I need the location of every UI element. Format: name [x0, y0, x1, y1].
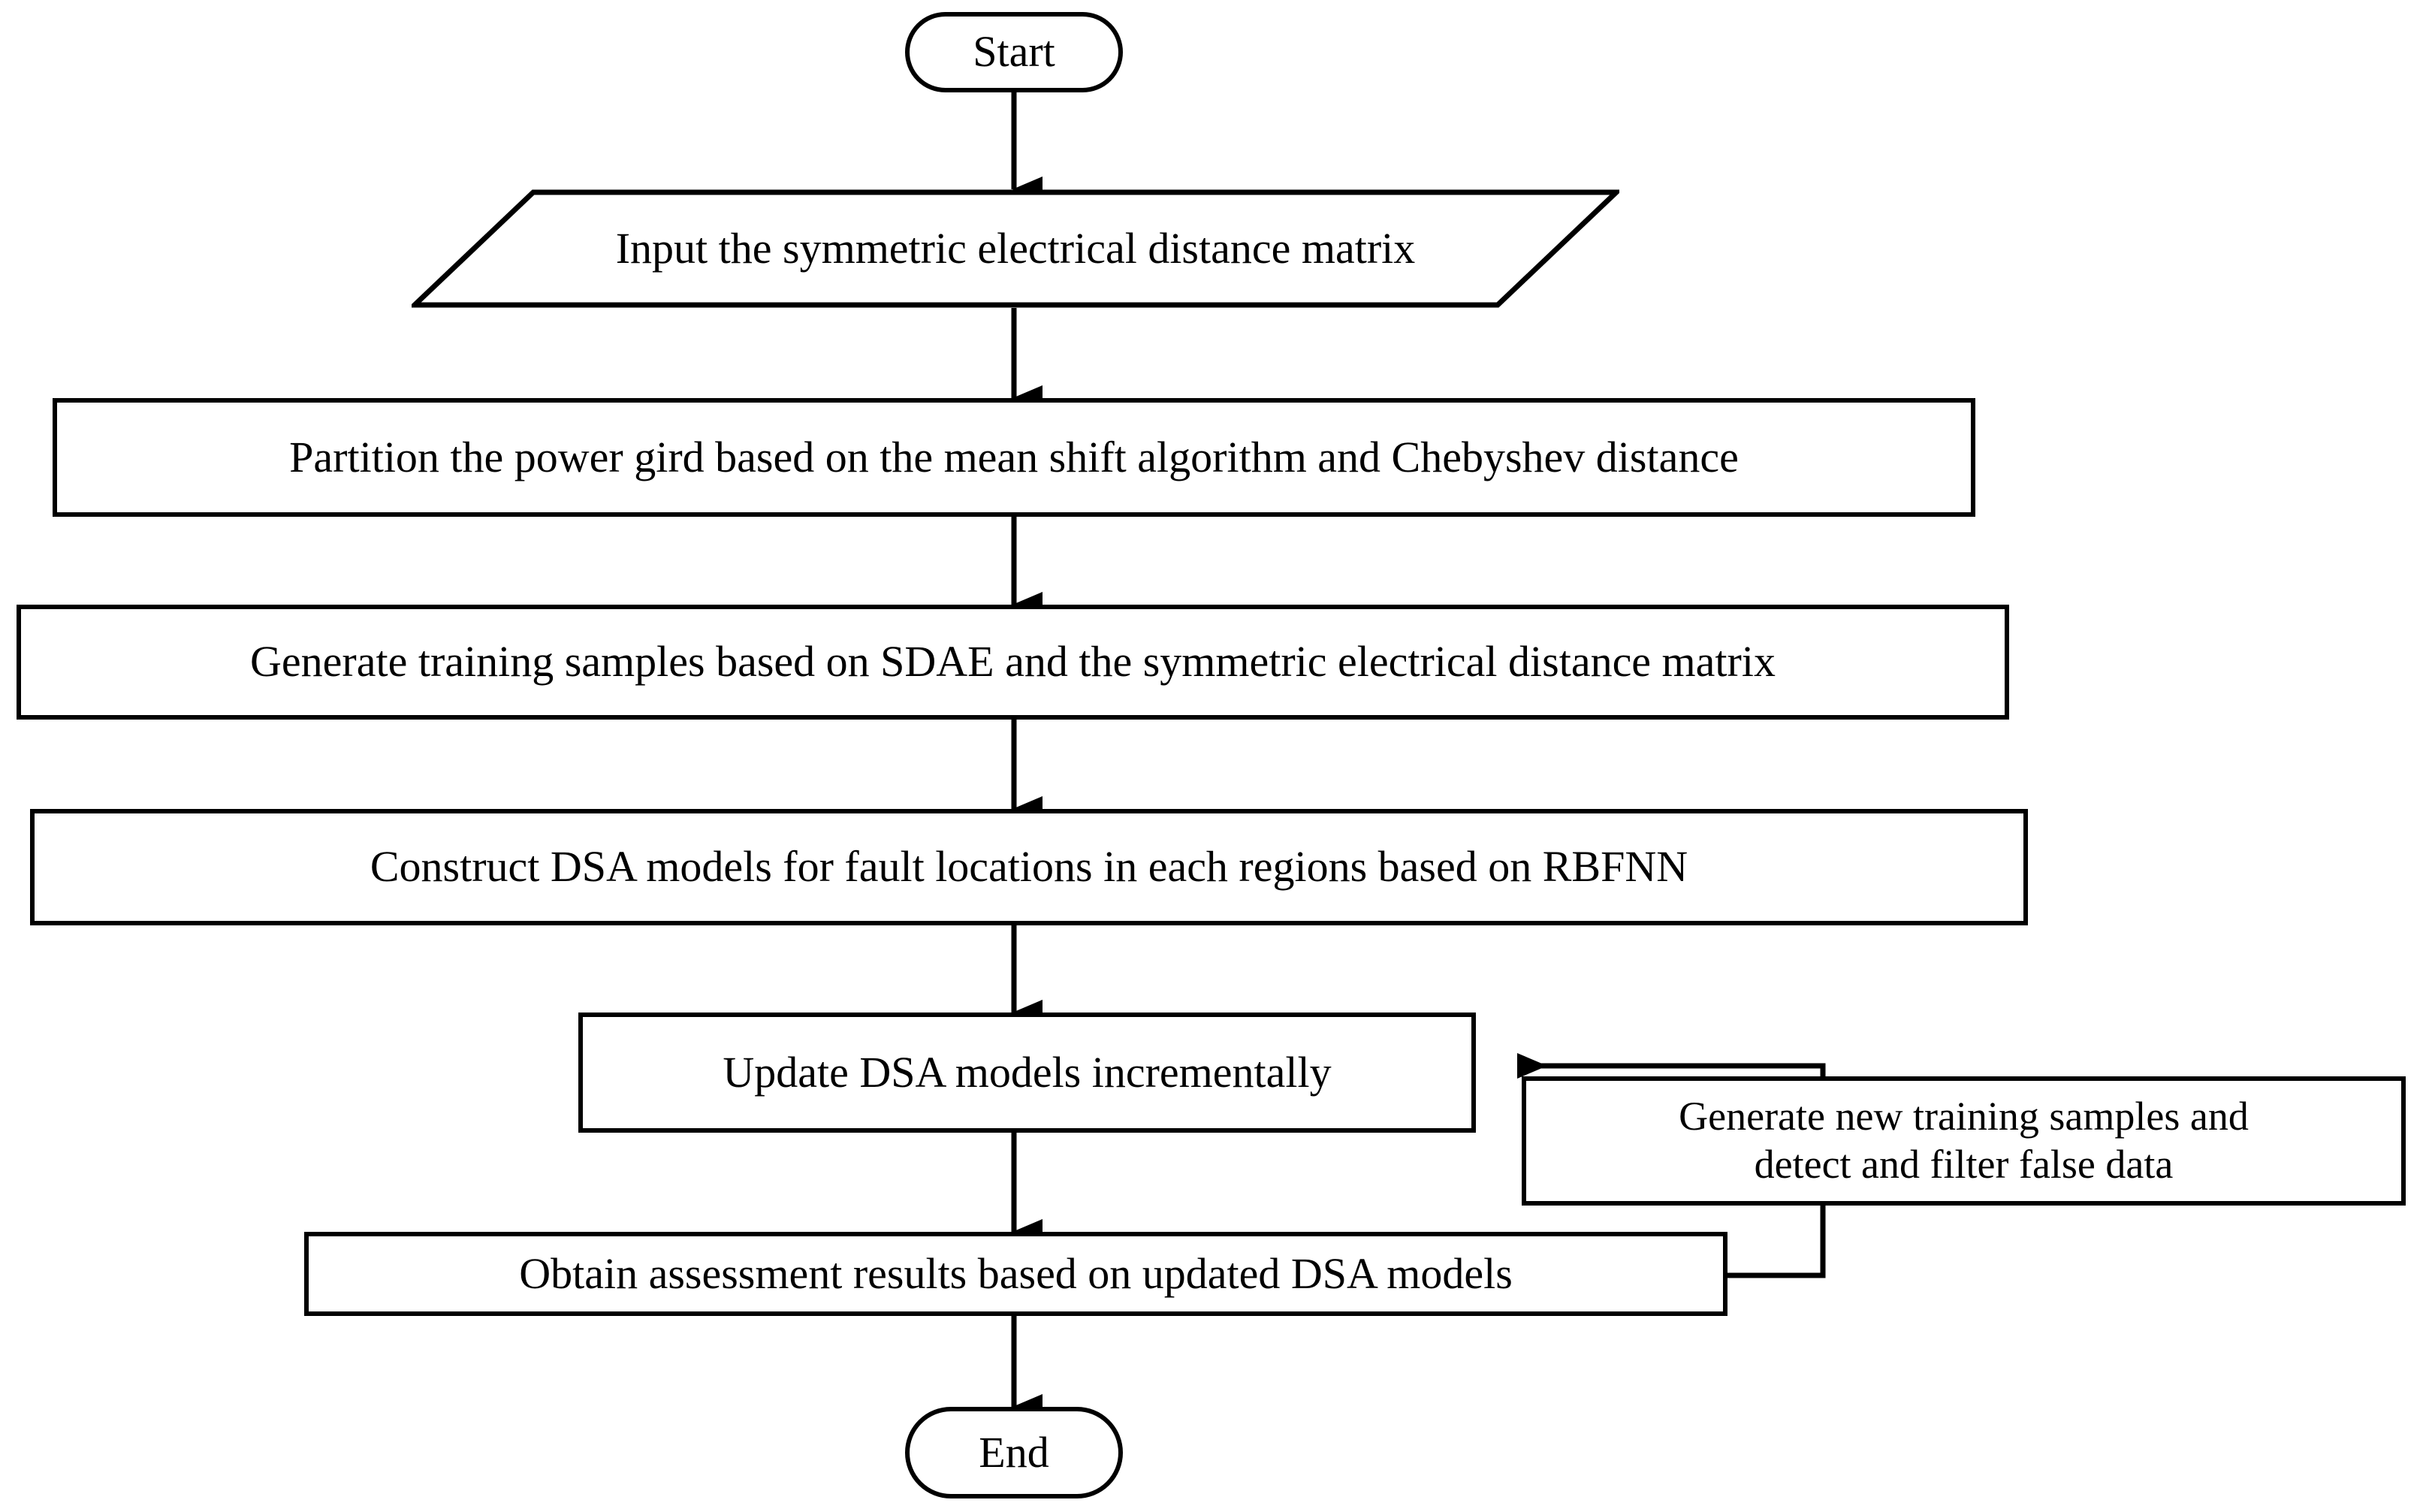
- node-feedback-label: Generate new training samples and detect…: [1679, 1094, 2249, 1187]
- node-update-models-label: Update DSA models incrementally: [723, 1047, 1332, 1097]
- node-input-matrix-label: Input the symmetric electrical distance …: [615, 223, 1416, 273]
- parallelogram-shape: [412, 189, 1619, 308]
- node-partition-label: Partition the power gird based on the me…: [289, 432, 1739, 481]
- node-partition[interactable]: Partition the power gird based on the me…: [53, 398, 1975, 517]
- node-generate-samples[interactable]: Generate training samples based on SDAE …: [17, 605, 2009, 720]
- node-construct-models-label: Construct DSA models for fault locations…: [370, 842, 1688, 892]
- node-obtain-results[interactable]: Obtain assessment results based on updat…: [304, 1232, 1727, 1316]
- node-update-models[interactable]: Update DSA models incrementally: [578, 1013, 1476, 1133]
- node-obtain-results-label: Obtain assessment results based on updat…: [519, 1248, 1513, 1298]
- node-start-label: Start: [973, 27, 1055, 77]
- node-end[interactable]: End: [905, 1407, 1123, 1498]
- node-input-matrix[interactable]: Input the symmetric electrical distance …: [412, 189, 1619, 308]
- node-end-label: End: [979, 1427, 1049, 1477]
- node-generate-samples-label: Generate training samples based on SDAE …: [250, 637, 1776, 687]
- node-construct-models[interactable]: Construct DSA models for fault locations…: [30, 809, 2028, 925]
- node-feedback[interactable]: Generate new training samples and detect…: [1522, 1076, 2406, 1206]
- node-start[interactable]: Start: [905, 12, 1123, 92]
